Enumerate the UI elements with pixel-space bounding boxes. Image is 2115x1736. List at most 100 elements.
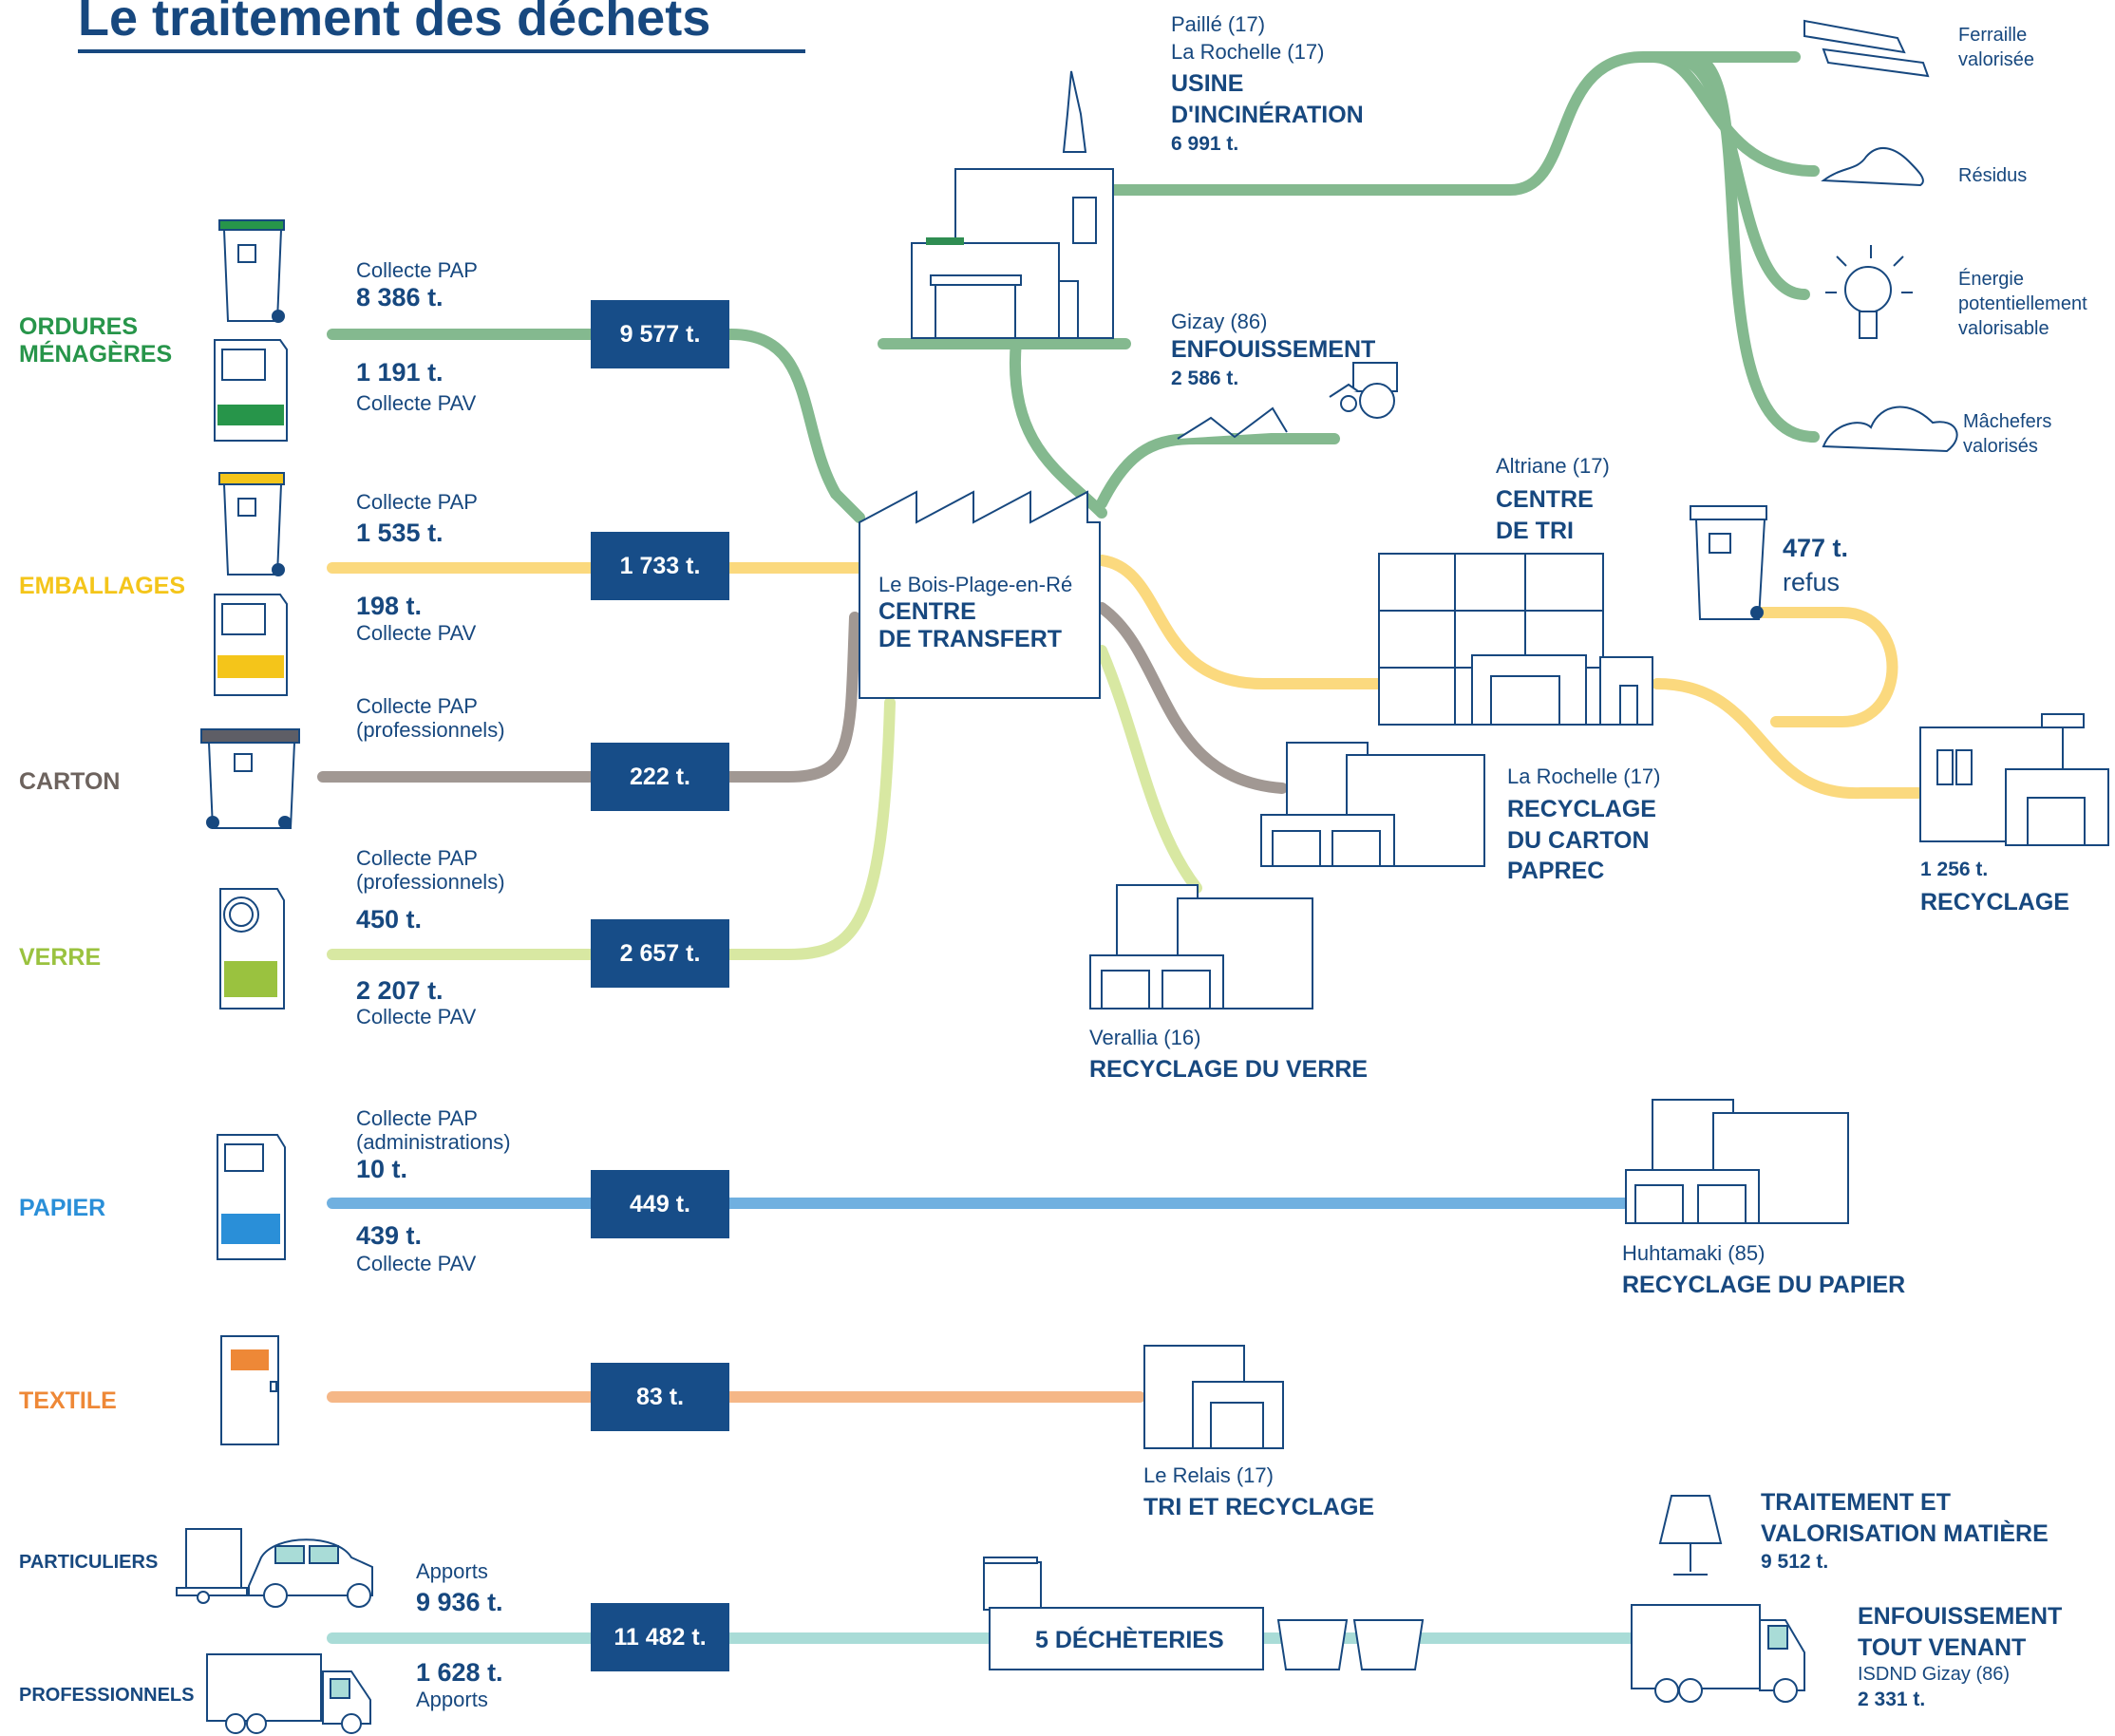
decheteries-name: 5 DÉCHÈTERIES <box>1035 1627 1224 1653</box>
emb-pap-value: 1 535 t. <box>356 519 444 547</box>
part-apports-value: 9 936 t. <box>416 1588 503 1616</box>
incineration-name: USINE D'INCINÉRATION <box>1171 70 1364 128</box>
lightbulb-icon <box>1825 245 1913 339</box>
category-verre: VERRE <box>19 944 102 971</box>
refus-label: refus <box>1783 568 1841 596</box>
verre-total-box: 2 657 t. <box>591 919 729 988</box>
verre-rec-name: RECYCLAGE DU VERRE <box>1089 1056 1369 1083</box>
tri-name: CENTRE DE TRI <box>1496 486 1594 544</box>
category-emballages: EMBALLAGES <box>19 573 185 599</box>
truck-icon-enfouissement <box>1631 1604 1805 1703</box>
verre-rec-link <box>1096 645 1202 894</box>
recycling-centers-icon <box>983 1557 1425 1670</box>
om-pap-value: 8 386 t. <box>356 283 444 311</box>
bin-icon-emb <box>218 472 285 576</box>
emb-pav-value: 198 t. <box>356 592 423 620</box>
output-machefers: Mâchefers valorisés <box>1963 411 2052 457</box>
om-flow <box>327 329 865 523</box>
part-apports-label: Apports <box>416 1559 488 1583</box>
paper-plant-icon <box>1625 1099 1849 1224</box>
papier-total-box: 449 t. <box>591 1170 729 1238</box>
refus-loop <box>1751 607 1898 727</box>
bin-icon-carton <box>200 728 300 829</box>
incineration-plant-icon <box>911 70 1114 339</box>
emb-pav-label: Collecte PAV <box>356 621 477 645</box>
output-energie: Énergie potentiellement valorisable <box>1958 269 2087 339</box>
scrap-metal-icon <box>1803 19 1930 78</box>
papier-rec-place: Huhtamaki (85) <box>1622 1241 1766 1265</box>
sorting-center-icon <box>1378 553 1653 726</box>
truck-icon-pro <box>206 1653 371 1734</box>
glass-plant-icon <box>1089 884 1313 1010</box>
pav-icon-papier <box>217 1134 286 1260</box>
carton-flow <box>317 612 860 783</box>
pro-apports-value: 1 628 t. <box>416 1658 503 1687</box>
enf-tv-value: 2 331 t. <box>1858 1689 1926 1710</box>
category-particuliers: PARTICULIERS <box>19 1552 159 1573</box>
incineration-out <box>1105 51 1801 196</box>
om-pap-label: Collecte PAP <box>356 258 478 282</box>
transfert-name: CENTRE DE TRANSFERT <box>878 598 1063 652</box>
category-textile: TEXTILE <box>19 1387 117 1414</box>
tractor-icon <box>1177 362 1398 440</box>
category-carton: CARTON <box>19 768 121 795</box>
carton-rec-name: RECYCLAGE DU CARTON PAPREC <box>1507 796 1656 884</box>
verre-pap-label: Collecte PAP (professionnels) <box>356 846 505 895</box>
enf-tv-name: ENFOUISSEMENT TOUT VENANT <box>1858 1603 2063 1661</box>
lamp-icon <box>1658 1495 1723 1576</box>
car-trailer-icon <box>176 1528 373 1608</box>
refus-value: 477 t. <box>1783 534 1849 562</box>
papier-pav-label: Collecte PAV <box>356 1252 477 1275</box>
carton-total-box: 222 t. <box>591 743 729 811</box>
enfouissement-place: Gizay (86) <box>1171 310 1268 333</box>
traitement-value: 9 512 t. <box>1761 1551 1829 1573</box>
category-professionnels: PROFESSIONNELS <box>19 1685 195 1706</box>
enfouissement-value: 2 586 t. <box>1171 368 1239 389</box>
category-ordures-menageres: ORDURES MÉNAGÈRES <box>19 313 173 368</box>
verre-pav-label: Collecte PAV <box>356 1005 477 1028</box>
verre-pav-value: 2 207 t. <box>356 976 444 1005</box>
om-total-box: 9 577 t. <box>591 300 729 368</box>
carton-plant-icon <box>1260 742 1485 867</box>
recycling-plant-icon <box>1919 713 2109 846</box>
tri-in <box>1096 555 1392 689</box>
incineration-link <box>1009 336 1107 519</box>
enfouissement-name: ENFOUISSEMENT <box>1171 336 1376 363</box>
bin-icon-om <box>218 219 285 323</box>
apports-total-box: 11 482 t. <box>591 1603 729 1671</box>
carton-rec-place: La Rochelle (17) <box>1507 764 1661 788</box>
verre-rec-place: Verallia (16) <box>1089 1026 1201 1049</box>
tri-place: Altriane (17) <box>1496 454 1610 478</box>
carton-rec-link <box>1096 602 1288 794</box>
output-residus: Résidus <box>1958 165 2028 186</box>
slag-icon <box>1822 406 1958 453</box>
pav-icon-verre <box>219 888 285 1010</box>
tri-out <box>1652 678 1924 800</box>
transfer-center-icon <box>859 490 1101 699</box>
textile-container-icon <box>220 1335 279 1445</box>
emb-total-box: 1 733 t. <box>591 532 729 600</box>
papier-pap-label: Collecte PAP (administrations) <box>356 1106 511 1155</box>
pro-apports-label: Apports <box>416 1688 488 1711</box>
incineration-place: Paillé (17) La Rochelle (17) <box>1171 12 1325 64</box>
textile-rec-place: Le Relais (17) <box>1143 1463 1274 1487</box>
incineration-value: 6 991 t. <box>1171 133 1239 155</box>
traitement-name: TRAITEMENT ET VALORISATION MATIÈRE <box>1761 1489 2049 1547</box>
machefers-branch <box>1685 51 1820 443</box>
textile-total-box: 83 t. <box>591 1363 729 1431</box>
transfert-place: Le Bois-Plage-en-Ré <box>878 573 1073 596</box>
pav-icon-emb <box>214 594 288 696</box>
om-pav-label: Collecte PAV <box>356 391 477 415</box>
emb-pap-label: Collecte PAP <box>356 490 478 514</box>
bin-icon-refus <box>1690 505 1767 620</box>
enf-tv-place: ISDND Gizay (86) <box>1858 1664 2011 1685</box>
enfouissement-link <box>1096 433 1340 509</box>
papier-pap-value: 10 t. <box>356 1155 408 1183</box>
recyclage-name: RECYCLAGE <box>1920 889 2069 915</box>
title-underline <box>78 49 805 53</box>
output-ferraille: Ferraille valorisée <box>1958 25 2035 70</box>
verre-pap-value: 450 t. <box>356 905 423 934</box>
category-papier: PAPIER <box>19 1195 106 1221</box>
pav-icon-om <box>214 339 288 442</box>
textile-rec-name: TRI ET RECYCLAGE <box>1143 1494 1375 1520</box>
